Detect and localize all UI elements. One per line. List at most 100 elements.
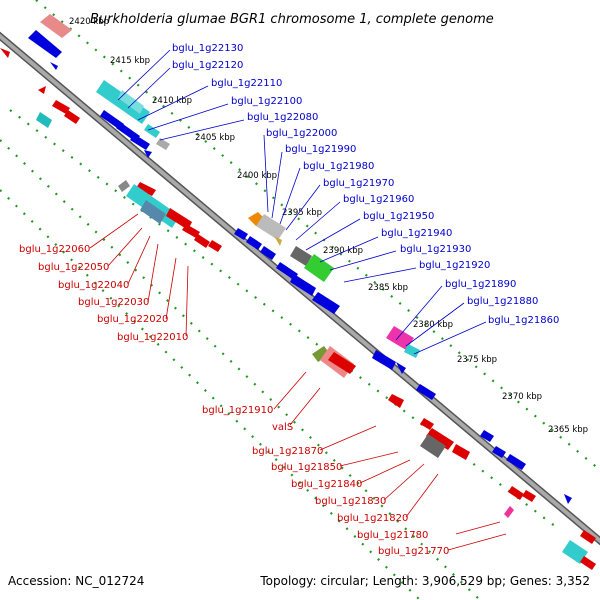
gene-label: bglu_1g22130 xyxy=(172,43,243,54)
gene-arrow-reverse xyxy=(328,352,356,374)
gene-arrow-forward xyxy=(372,350,396,370)
gene-arrow-forward xyxy=(506,454,526,470)
gene-arrow-reverse xyxy=(580,556,596,570)
gene-arrow-reverse xyxy=(0,48,10,58)
gene-label: bglu_1g21960 xyxy=(343,194,414,205)
gene-label: bglu_1g21850 xyxy=(271,462,342,473)
gene-label: bglu_1g21970 xyxy=(323,178,394,189)
gene-arrow-forward xyxy=(492,446,506,458)
gene-box-gray xyxy=(118,180,130,192)
red-gene-labels: bglu_1g22060 bglu_1g22050 bglu_1g22040 b… xyxy=(19,244,449,557)
gene-arrow-forward xyxy=(246,236,262,250)
gene-label: bglu_1g22020 xyxy=(97,314,168,325)
gene-arrow-reverse xyxy=(580,530,596,544)
gene-arrow-forward xyxy=(416,384,436,400)
kbp-tick: 2415 kbp xyxy=(110,56,150,66)
gene-label: bglu_1g21820 xyxy=(337,513,408,524)
gene-box-pink xyxy=(504,506,514,518)
gene-label: bglu_1g21830 xyxy=(315,496,386,507)
gene-label: bglu_1g22050 xyxy=(38,262,109,273)
gene-arrow-forward xyxy=(234,228,248,240)
gene-arrow-reverse xyxy=(166,208,192,230)
gene-label: bglu_1g21910 xyxy=(202,405,273,416)
gene-box-cyan xyxy=(562,540,588,564)
gene-label: bglu_1g22060 xyxy=(19,244,90,255)
outer-track-upper xyxy=(35,0,600,471)
inner-track-lower xyxy=(0,139,481,600)
kbp-tick: 2385 kbp xyxy=(368,283,408,293)
gene-arrow-forward xyxy=(564,494,572,504)
kbp-tick: 2400 kbp xyxy=(237,171,277,181)
gene-box-olive xyxy=(312,346,330,362)
gene-label: bglu_1g21770 xyxy=(378,546,449,557)
gene-label: bglu_1g21980 xyxy=(303,161,374,172)
accession-text: Accession: NC_012724 xyxy=(8,574,144,588)
gene-arrow-forward xyxy=(312,292,340,314)
gene-arrow-forward xyxy=(290,274,316,296)
gene-arrow-reverse xyxy=(522,490,536,502)
kbp-tick: 2410 kbp xyxy=(152,96,192,106)
gene-label: bglu_1g21990 xyxy=(285,144,356,155)
gene-arrow-forward xyxy=(28,30,62,58)
gene-label: bglu_1g22100 xyxy=(231,96,302,107)
kbp-tick: 2405 kbp xyxy=(195,133,235,143)
gene-box-steel xyxy=(140,200,166,224)
gene-arrow-forward xyxy=(276,262,298,280)
gene-label: bglu_1g21880 xyxy=(467,296,538,307)
gene-label: bglu_1g21940 xyxy=(381,228,452,239)
gene-label: bglu_1g21860 xyxy=(488,315,559,326)
gene-arrow-forward xyxy=(480,430,494,442)
kbp-tick: 2395 kbp xyxy=(282,208,322,218)
gene-label: bglu_1g21890 xyxy=(445,279,516,290)
gene-label: bglu_1g22030 xyxy=(78,297,149,308)
gene-label: bglu_1g21840 xyxy=(291,479,362,490)
gene-arrow-forward xyxy=(50,62,58,70)
genome-backbone xyxy=(0,31,600,546)
gene-label: bglu_1g22010 xyxy=(117,332,188,343)
gene-label: bglu_1g21780 xyxy=(357,530,428,541)
gene-arrow-reverse xyxy=(420,418,434,430)
kbp-tick: 2420 kbp xyxy=(69,17,109,27)
gene-arrow-reverse xyxy=(40,14,72,38)
gene-arrow-reverse xyxy=(52,100,70,114)
leader-lines-blue xyxy=(117,49,487,355)
gene-arrow-reverse xyxy=(388,394,404,408)
blue-gene-labels: bglu_1g22130 bglu_1g22120 bglu_1g22110 b… xyxy=(172,43,559,326)
gene-label: bglu_1g21920 xyxy=(419,260,490,271)
gene-features xyxy=(0,14,596,570)
gene-label: bglu_1g22080 xyxy=(247,112,318,123)
gene-arrow-reverse xyxy=(136,182,156,196)
leader-lines-red xyxy=(89,213,507,551)
gene-box-cyan xyxy=(96,80,150,124)
gene-arrow-forward xyxy=(260,246,276,260)
gene-box-cyan xyxy=(118,90,144,114)
gene-label: bglu_1g21870 xyxy=(252,446,323,457)
kbp-tick: 2380 kbp xyxy=(413,320,453,330)
kbp-tick: 2375 kbp xyxy=(457,355,497,365)
gene-label: valS xyxy=(272,422,293,433)
kbp-tick-labels: 2420 kbp 2415 kbp 2410 kbp 2405 kbp 2400… xyxy=(69,17,588,435)
gene-arrow-reverse xyxy=(38,86,46,94)
gene-box-darkgray xyxy=(290,246,312,266)
gene-box-cyan xyxy=(36,112,52,128)
gene-label: bglu_1g21930 xyxy=(400,244,471,255)
kbp-tick: 2365 kbp xyxy=(548,425,588,435)
gene-box-darkgray xyxy=(420,434,446,458)
gene-box-green xyxy=(304,254,334,282)
summary-text: Topology: circular; Length: 3,906,529 bp… xyxy=(259,574,590,588)
gene-box-gray xyxy=(256,214,286,240)
map-title: Burkholderia glumae BGR1 chromosome 1, c… xyxy=(90,12,494,27)
gene-arrow-forward xyxy=(396,362,406,374)
gene-box-gold xyxy=(274,236,282,246)
gene-arrow-reverse xyxy=(208,240,222,252)
kbp-tick: 2390 kbp xyxy=(323,246,363,256)
gene-box-gray xyxy=(156,138,170,150)
gene-label: bglu_1g22040 xyxy=(58,280,129,291)
gene-box-cyan xyxy=(144,124,160,138)
gene-arrow-reverse xyxy=(182,224,200,238)
gene-arrow-reverse xyxy=(452,444,470,460)
gene-label: bglu_1g22110 xyxy=(211,78,282,89)
gene-label: bglu_1g21950 xyxy=(363,211,434,222)
